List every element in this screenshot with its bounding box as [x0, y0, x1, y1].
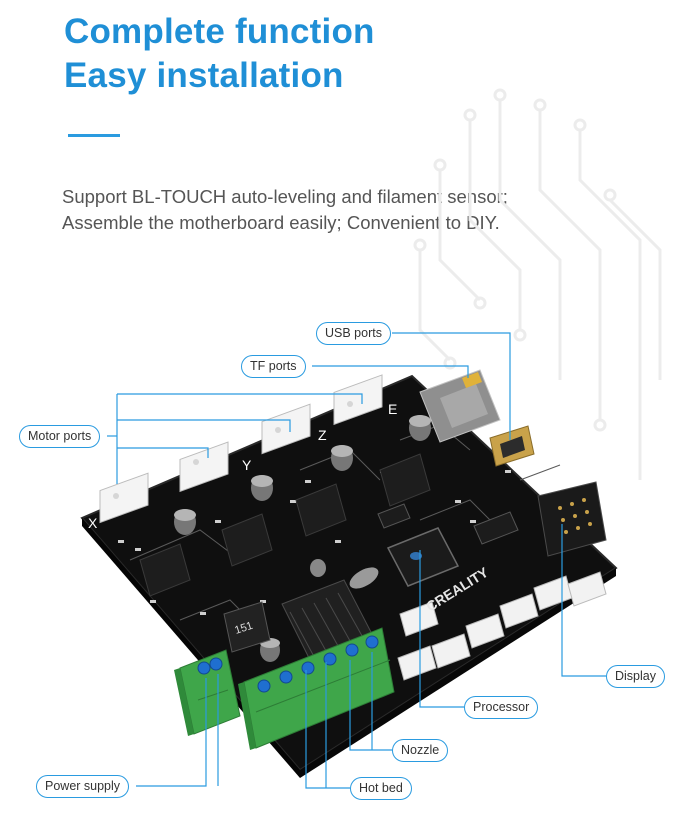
axis-label-e: E	[388, 401, 397, 417]
callout-leader-lines	[107, 332, 606, 789]
callout-power-supply: Power supply	[36, 775, 130, 798]
callout-nozzle: Nozzle	[392, 739, 449, 762]
motor-port-pins	[113, 401, 353, 499]
processor-chip	[386, 527, 460, 587]
headline-line-2: Easy installation	[64, 56, 344, 95]
callout-tf-ports: TF ports	[241, 355, 306, 378]
tf-card-slot	[419, 369, 501, 443]
motor-port-connectors	[99, 374, 383, 524]
axis-label-z: Z	[318, 427, 327, 443]
circuit-background-decoration	[413, 88, 662, 480]
inductor: 151	[223, 601, 271, 653]
callout-usb-ports: USB ports	[316, 322, 391, 345]
callout-processor: Processor	[464, 696, 539, 719]
usb-port	[489, 425, 535, 467]
axis-label-y: Y	[242, 457, 252, 473]
power-supply-terminal	[174, 649, 241, 736]
callout-display: Display	[606, 665, 665, 688]
display-header	[537, 481, 607, 557]
callout-motor-ports: Motor ports	[19, 425, 101, 448]
axis-label-x: X	[88, 515, 98, 531]
description-line-2: Assemble the motherboard easily; Conveni…	[62, 212, 500, 233]
capacitors	[174, 415, 431, 662]
headline-line-1: Complete function	[64, 12, 375, 51]
callout-hot-bed: Hot bed	[350, 777, 412, 800]
crystal-oscillator	[349, 567, 379, 589]
stepper-driver-heatsinks	[139, 453, 431, 597]
accent-divider	[68, 134, 120, 137]
inductor-label: 151	[233, 620, 254, 637]
description-line-1: Support BL-TOUCH auto-leveling and filam…	[62, 186, 508, 207]
small-chips	[377, 503, 519, 545]
peripheral-connectors	[397, 571, 607, 681]
main-terminal-block	[238, 627, 395, 750]
axis-labels: X Y Z E	[88, 401, 397, 531]
